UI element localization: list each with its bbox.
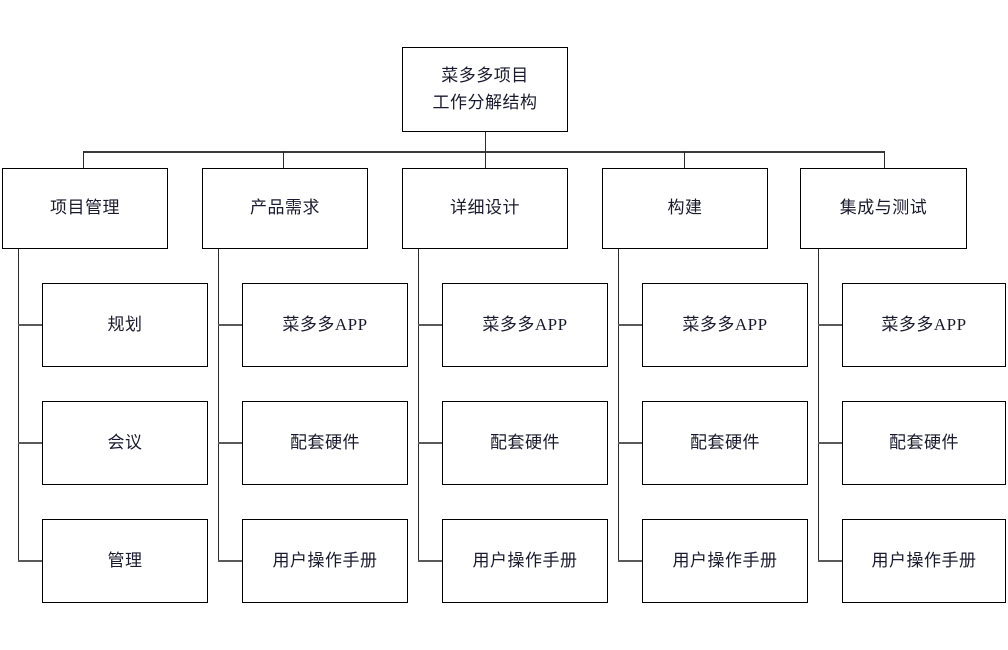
connector-level2-drop-1 [83,151,84,169]
node-level2-3[interactable]: 详细设计 [402,168,568,249]
node-label: 管理 [107,550,143,570]
node-level3-col2-2[interactable]: 配套硬件 [242,401,408,485]
node-root-line1: 菜多多项目 [441,66,529,86]
connector-stub-col4-1 [618,324,642,326]
connector-stub-col4-2 [618,442,642,444]
node-level2-2[interactable]: 产品需求 [202,168,368,249]
connector-level2-drop-4 [684,151,685,169]
node-label: 菜多多APP [682,314,768,334]
connector-level2-bus [83,151,885,153]
connector-stub-col2-2 [218,442,242,444]
node-label: 用户操作手册 [272,550,378,570]
node-level2-5[interactable]: 集成与测试 [800,168,967,249]
connector-stub-col3-2 [418,442,442,444]
connector-stub-col2-3 [218,560,242,562]
node-label: 用户操作手册 [472,550,578,570]
node-level3-col2-3[interactable]: 用户操作手册 [242,519,408,603]
node-level3-col4-2[interactable]: 配套硬件 [642,401,808,485]
connector-stub-col5-1 [818,324,842,326]
node-level2-1[interactable]: 项目管理 [2,168,168,249]
node-label: 详细设计 [450,198,520,218]
node-level3-col2-1[interactable]: 菜多多APP [242,283,408,367]
node-label: 规划 [107,314,143,334]
node-level3-col5-3[interactable]: 用户操作手册 [842,519,1006,603]
node-label: 用户操作手册 [871,550,977,570]
node-level3-col5-2[interactable]: 配套硬件 [842,401,1006,485]
connector-level2-drop-2 [283,151,284,169]
node-level3-col3-2[interactable]: 配套硬件 [442,401,608,485]
node-level3-col5-1[interactable]: 菜多多APP [842,283,1006,367]
node-label: 集成与测试 [839,198,928,218]
connector-stub-col5-3 [818,560,842,562]
node-label: 配套硬件 [290,432,360,452]
connector-spine-col3 [418,249,419,561]
node-level3-col1-2[interactable]: 会议 [42,401,208,485]
node-label: 产品需求 [250,198,320,218]
node-label: 配套硬件 [490,432,560,452]
node-label: 菜多多APP [482,314,568,334]
node-level3-col4-3[interactable]: 用户操作手册 [642,519,808,603]
connector-level2-drop-3 [485,151,486,169]
node-root-line2: 工作分解结构 [432,92,538,112]
connector-stub-col3-1 [418,324,442,326]
node-level3-col3-1[interactable]: 菜多多APP [442,283,608,367]
node-label: 菜多多APP [881,314,967,334]
connector-stub-col1-1 [18,324,42,326]
connector-stub-col3-3 [418,560,442,562]
connector-spine-col4 [618,249,619,561]
node-level2-4[interactable]: 构建 [602,168,768,249]
node-level3-col3-3[interactable]: 用户操作手册 [442,519,608,603]
connector-level2-drop-5 [884,151,885,169]
node-label: 配套硬件 [889,432,959,452]
node-level3-col1-1[interactable]: 规划 [42,283,208,367]
connector-stub-col5-2 [818,442,842,444]
connector-stub-col4-3 [618,560,642,562]
connector-stub-col1-3 [18,560,42,562]
node-label: 会议 [107,432,143,452]
node-label: 菜多多APP [282,314,368,334]
connector-stub-col1-2 [18,442,42,444]
connector-spine-col2 [218,249,219,561]
connector-root-drop [485,132,486,152]
node-label: 项目管理 [50,198,120,218]
connector-stub-col2-1 [218,324,242,326]
node-level3-col4-1[interactable]: 菜多多APP [642,283,808,367]
connector-spine-col1 [18,249,19,561]
node-root[interactable]: 菜多多项目 工作分解结构 [402,47,568,132]
node-label: 用户操作手册 [672,550,778,570]
node-label: 构建 [667,198,703,218]
connector-spine-col5 [818,249,819,561]
node-level3-col1-3[interactable]: 管理 [42,519,208,603]
node-label: 配套硬件 [690,432,760,452]
